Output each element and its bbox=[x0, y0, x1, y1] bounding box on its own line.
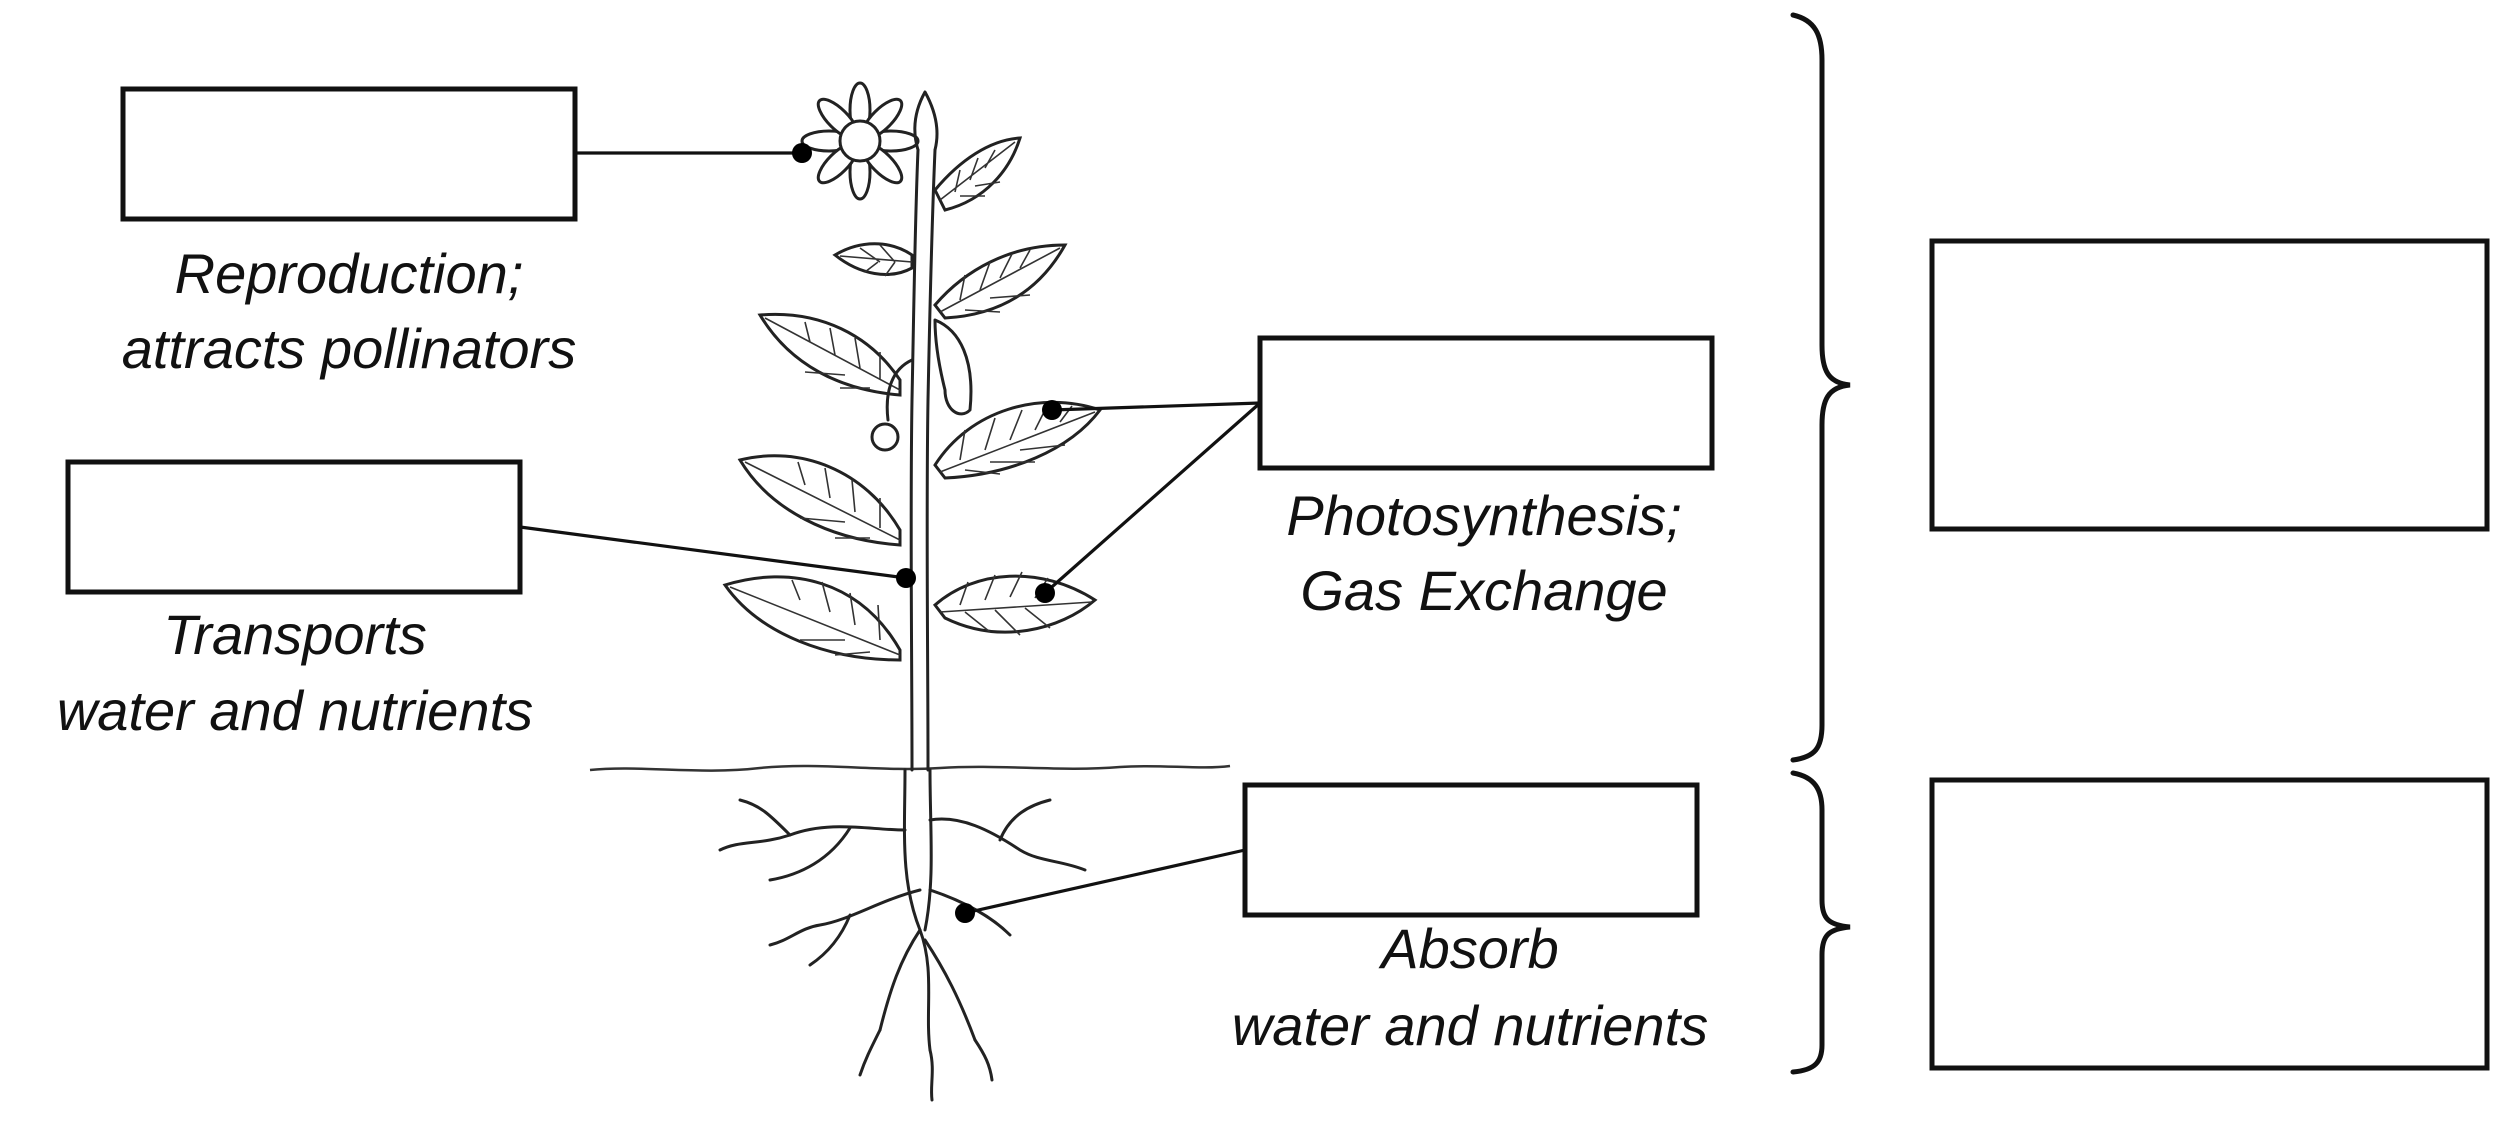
stem-function-line-1: Transports bbox=[163, 603, 426, 666]
stem-function-line-2: water and nutrients bbox=[57, 679, 533, 742]
stem-pointer-dot bbox=[896, 568, 916, 588]
stem-answer-box[interactable] bbox=[65, 459, 523, 595]
flower-pointer-dot bbox=[792, 143, 812, 163]
root-system-answer-box[interactable] bbox=[1929, 777, 2490, 1071]
flower-illustration bbox=[800, 81, 973, 452]
leaves-function-line-1: Photosynthesis; bbox=[1286, 484, 1681, 547]
roots-answer-box[interactable] bbox=[1242, 782, 1700, 918]
leaf-upper-leader-line bbox=[1051, 401, 1261, 412]
flower-answer-box[interactable] bbox=[120, 86, 578, 222]
shoot-system-brace bbox=[1790, 12, 1851, 763]
flower-function-line-2: attracts pollinators bbox=[122, 317, 576, 380]
leaves-answer-box[interactable] bbox=[1257, 335, 1715, 471]
roots-pointer-dot bbox=[955, 903, 975, 923]
stem-illustration bbox=[909, 148, 937, 772]
shoot-system-answer-box[interactable] bbox=[1929, 238, 2490, 532]
root-system-brace bbox=[1790, 770, 1851, 1075]
leaf-upper-pointer-dot bbox=[1042, 400, 1062, 420]
soil-line bbox=[589, 764, 1231, 772]
roots-function-line-2: water and nutrients bbox=[1232, 994, 1708, 1057]
roots-leader-line bbox=[964, 848, 1246, 915]
stem-leader-line bbox=[519, 525, 907, 580]
leaf-lower-leader-line bbox=[1043, 401, 1262, 595]
leaves-illustration bbox=[722, 136, 1103, 662]
leaves-function-line-2: Gas Exchange bbox=[1300, 559, 1667, 622]
flower-function-line-1: Reproduction; bbox=[175, 242, 524, 305]
roots-function-line-1: Absorb bbox=[1378, 917, 1558, 980]
leaf-lower-pointer-dot bbox=[1035, 583, 1055, 603]
roots-illustration bbox=[718, 768, 1087, 1102]
